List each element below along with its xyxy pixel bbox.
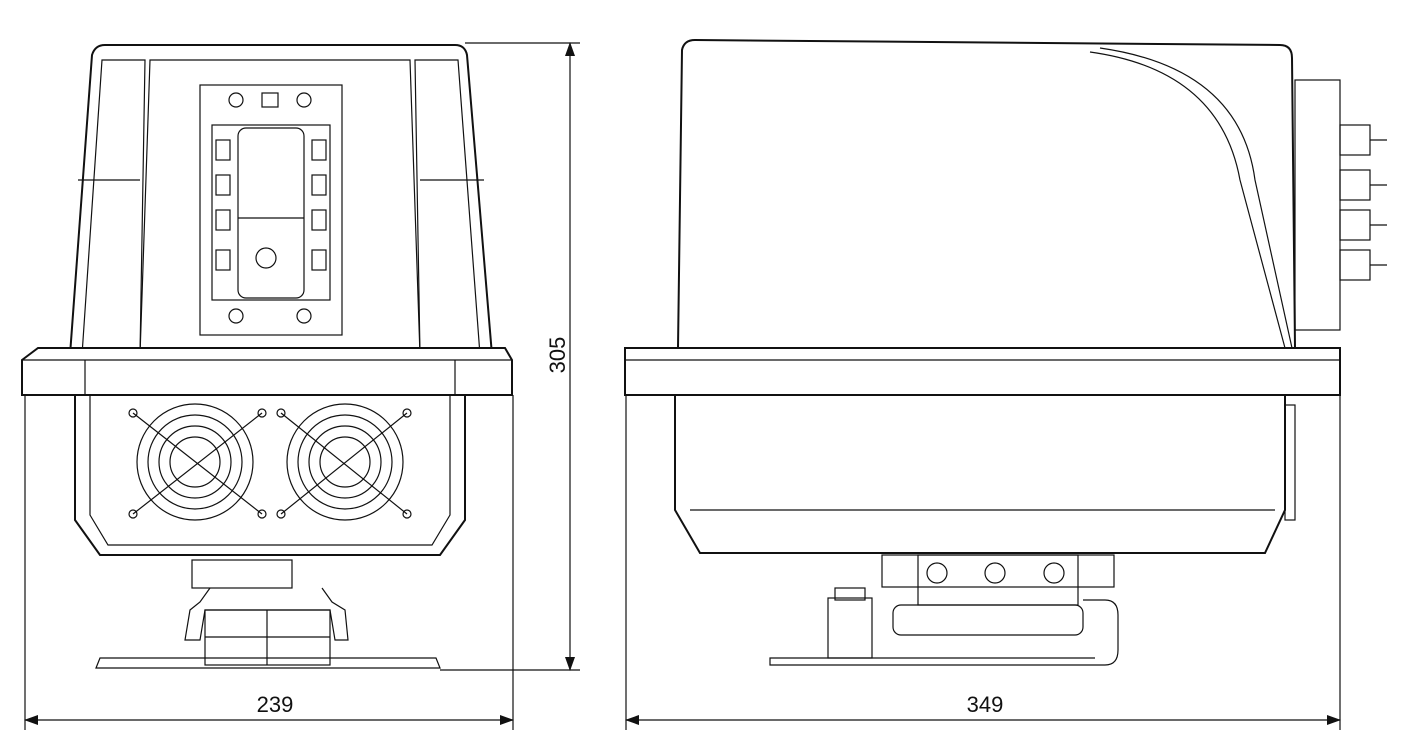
side-housing-lower (674, 395, 1286, 554)
fan-right (276, 403, 412, 521)
front-view (21, 44, 513, 669)
fan-left (128, 403, 267, 521)
dimension-height: 305 (440, 42, 580, 671)
dimension-width: 239 (24, 395, 514, 730)
depth-dimension-label: 349 (967, 692, 1004, 717)
front-flange (21, 347, 513, 396)
terminal-panel (199, 84, 343, 336)
side-mount-bracket (769, 554, 1119, 666)
connector-block (1294, 79, 1387, 331)
front-housing-upper (69, 44, 493, 356)
height-dimension-label: 305 (545, 337, 570, 374)
side-view (624, 38, 1387, 666)
front-mount-bracket (95, 559, 441, 669)
side-flange (624, 347, 1341, 396)
width-dimension-label: 239 (257, 692, 294, 717)
side-housing-upper (677, 38, 1296, 349)
front-housing-lower (74, 395, 466, 556)
dimension-depth: 349 (625, 395, 1341, 730)
